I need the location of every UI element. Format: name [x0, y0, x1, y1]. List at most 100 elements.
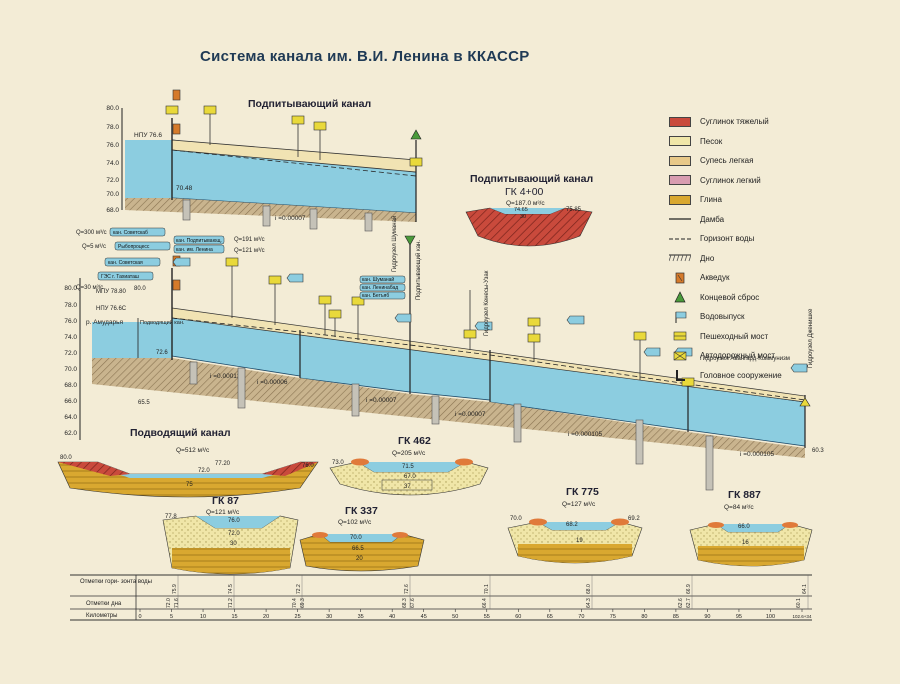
intake-water — [92, 322, 172, 358]
tag-box — [114, 241, 171, 251]
km-label: 65 — [547, 614, 553, 620]
bottom-mark-cell: 66.4 — [482, 598, 488, 608]
tag-box — [97, 271, 154, 281]
cross-section-title: ГК 337 — [345, 505, 378, 517]
legend-item: Акведук — [668, 268, 893, 288]
aqueduct-icon — [172, 279, 181, 291]
channel-tag: кан. Шуманай — [362, 276, 394, 283]
channel-tag: кан. Ленинабад — [362, 285, 398, 291]
intake-label: Подводящий кан. — [140, 319, 185, 326]
tag-box — [359, 283, 406, 292]
cross-section-mark: 76.0 — [302, 463, 314, 469]
cross-section-mark: 77.8 — [165, 514, 177, 520]
legend-label: Дамба — [700, 214, 725, 224]
page-title: Система канала им. В.И. Ленина в ККАССР — [200, 48, 530, 65]
borehole — [364, 212, 373, 232]
bottom-mark-cell: 70.4 — [292, 598, 298, 608]
water-mark-cell: 70.1 — [484, 584, 490, 594]
legend-item: Горизонт воды — [668, 229, 893, 249]
legend-label: Автодорожный мост — [700, 351, 776, 361]
borehole — [635, 419, 644, 465]
legend-item: Дамба — [668, 210, 893, 230]
borehole — [182, 199, 191, 221]
legend-label: Пешеходный мост — [700, 331, 769, 341]
end-spillway-icon — [668, 291, 692, 303]
km-label: 50 — [452, 614, 458, 620]
cross-section-mark: 72.0 — [198, 468, 210, 474]
bridge-icon — [225, 257, 239, 267]
cross-section-mark: 67.0 — [404, 474, 416, 480]
km-label: 25 — [295, 614, 301, 620]
vertical-label: Гидроузел Кенесы-Узак — [484, 270, 490, 336]
discharge-label: Q=5 м³/с — [82, 244, 106, 250]
aqueduct-icon — [172, 89, 181, 101]
discharge-label: Q=30 м³/с — [76, 285, 103, 291]
bottom-mark-cell: 62.7 — [686, 598, 692, 608]
cross-section-mark: 77.20 — [215, 461, 231, 467]
water-mark-cell: 74.5 — [228, 584, 234, 594]
cross-section-width: 75 — [186, 482, 193, 488]
cross-section-mark: 70.0 — [510, 516, 522, 522]
km-label: 100 — [766, 614, 775, 620]
upper-tick-label: 72.0 — [106, 177, 119, 184]
cross-section-width: 30 — [520, 214, 526, 220]
tag-box — [104, 257, 161, 267]
outlet-flag-icon — [790, 363, 808, 373]
lower-tick-label: 74.0 — [64, 334, 77, 341]
bridge-icon — [313, 121, 327, 131]
legend-swatch — [668, 135, 692, 147]
legend-item: Дно — [668, 249, 893, 269]
bottom-mark-cell: 71.2 — [228, 598, 234, 608]
legend-item: Концевой сброс — [668, 288, 893, 308]
borehole — [431, 395, 440, 425]
water-mark-cell: 64.1 — [802, 584, 808, 594]
legend-item: Пешеходный мост — [668, 327, 893, 347]
aqueduct-icon — [172, 123, 181, 135]
bottom-table: Отметки гори- зонта воды Отметки дна Кил… — [70, 574, 812, 621]
legend-label: Глина — [700, 195, 722, 205]
km-label: 10 — [200, 614, 206, 620]
outlet-flag-icon — [474, 321, 493, 331]
tag-box — [359, 291, 406, 300]
cross-section-gk87: ГК 87 Q=121 м³/с 77.8 76.0 72.0 30 — [162, 495, 299, 575]
lower-profile: 80.0 78.0 76.0 74.0 72.0 70.0 68.0 66.0 … — [64, 216, 824, 491]
car-bridge-icon — [527, 333, 541, 343]
outlet-flag-icon — [643, 347, 661, 357]
outlet-flag-icon — [394, 313, 412, 323]
lower-tick-label: 68.0 — [64, 382, 77, 389]
table-row-label: Отметки дна — [86, 601, 122, 607]
bridge-icon — [203, 105, 217, 115]
cross-section-title: ГК 462 — [398, 435, 431, 447]
mpu-label: МПУ 78.80 — [96, 289, 126, 295]
bridges-and-outlets — [172, 235, 811, 407]
slope-label: i =0.00006 — [257, 379, 288, 386]
slope-label: i =0.00007 — [366, 397, 397, 404]
channel-tag: кан. Советскаб — [113, 230, 148, 236]
cross-section-mark: 68.2 — [566, 522, 578, 528]
bottom-mark-cell: 62.6 — [678, 598, 684, 608]
lower-axis-labels: 80.0 78.0 76.0 74.0 72.0 70.0 68.0 66.0 … — [64, 285, 77, 437]
car-bridge-icon — [463, 329, 477, 339]
channel-tag: Рыбопроцесс — [118, 244, 150, 250]
bottom-mark-cell: 60.1 — [796, 598, 802, 608]
upper-slope-label: i =0.00007 — [275, 215, 306, 222]
discharge-label: Q=191 м³/с — [234, 237, 265, 243]
bridge-icon — [681, 377, 695, 387]
borehole — [351, 383, 360, 417]
bottom-mark-cell: 72.0 — [166, 598, 172, 608]
legend-item: Суглинок легкий — [668, 171, 893, 191]
legend-label: Акведук — [700, 273, 730, 283]
water-mark-cell: 75.9 — [172, 584, 178, 594]
water-mark-cell: 66.9 — [686, 584, 692, 594]
km-label: 95 — [736, 614, 742, 620]
channel-tag: кан. Подпитывающ. — [176, 238, 222, 244]
water-mark-cell: 68.0 — [586, 584, 592, 594]
cross-section-mark: 66.0 — [738, 524, 750, 530]
legend-swatch — [668, 116, 692, 128]
pk400-subtitle: Подпитывающий канал — [470, 173, 593, 185]
bridge-icon — [409, 157, 423, 167]
end-mark: 60.3 — [812, 448, 824, 454]
start-mark: 72.6 — [156, 350, 168, 356]
